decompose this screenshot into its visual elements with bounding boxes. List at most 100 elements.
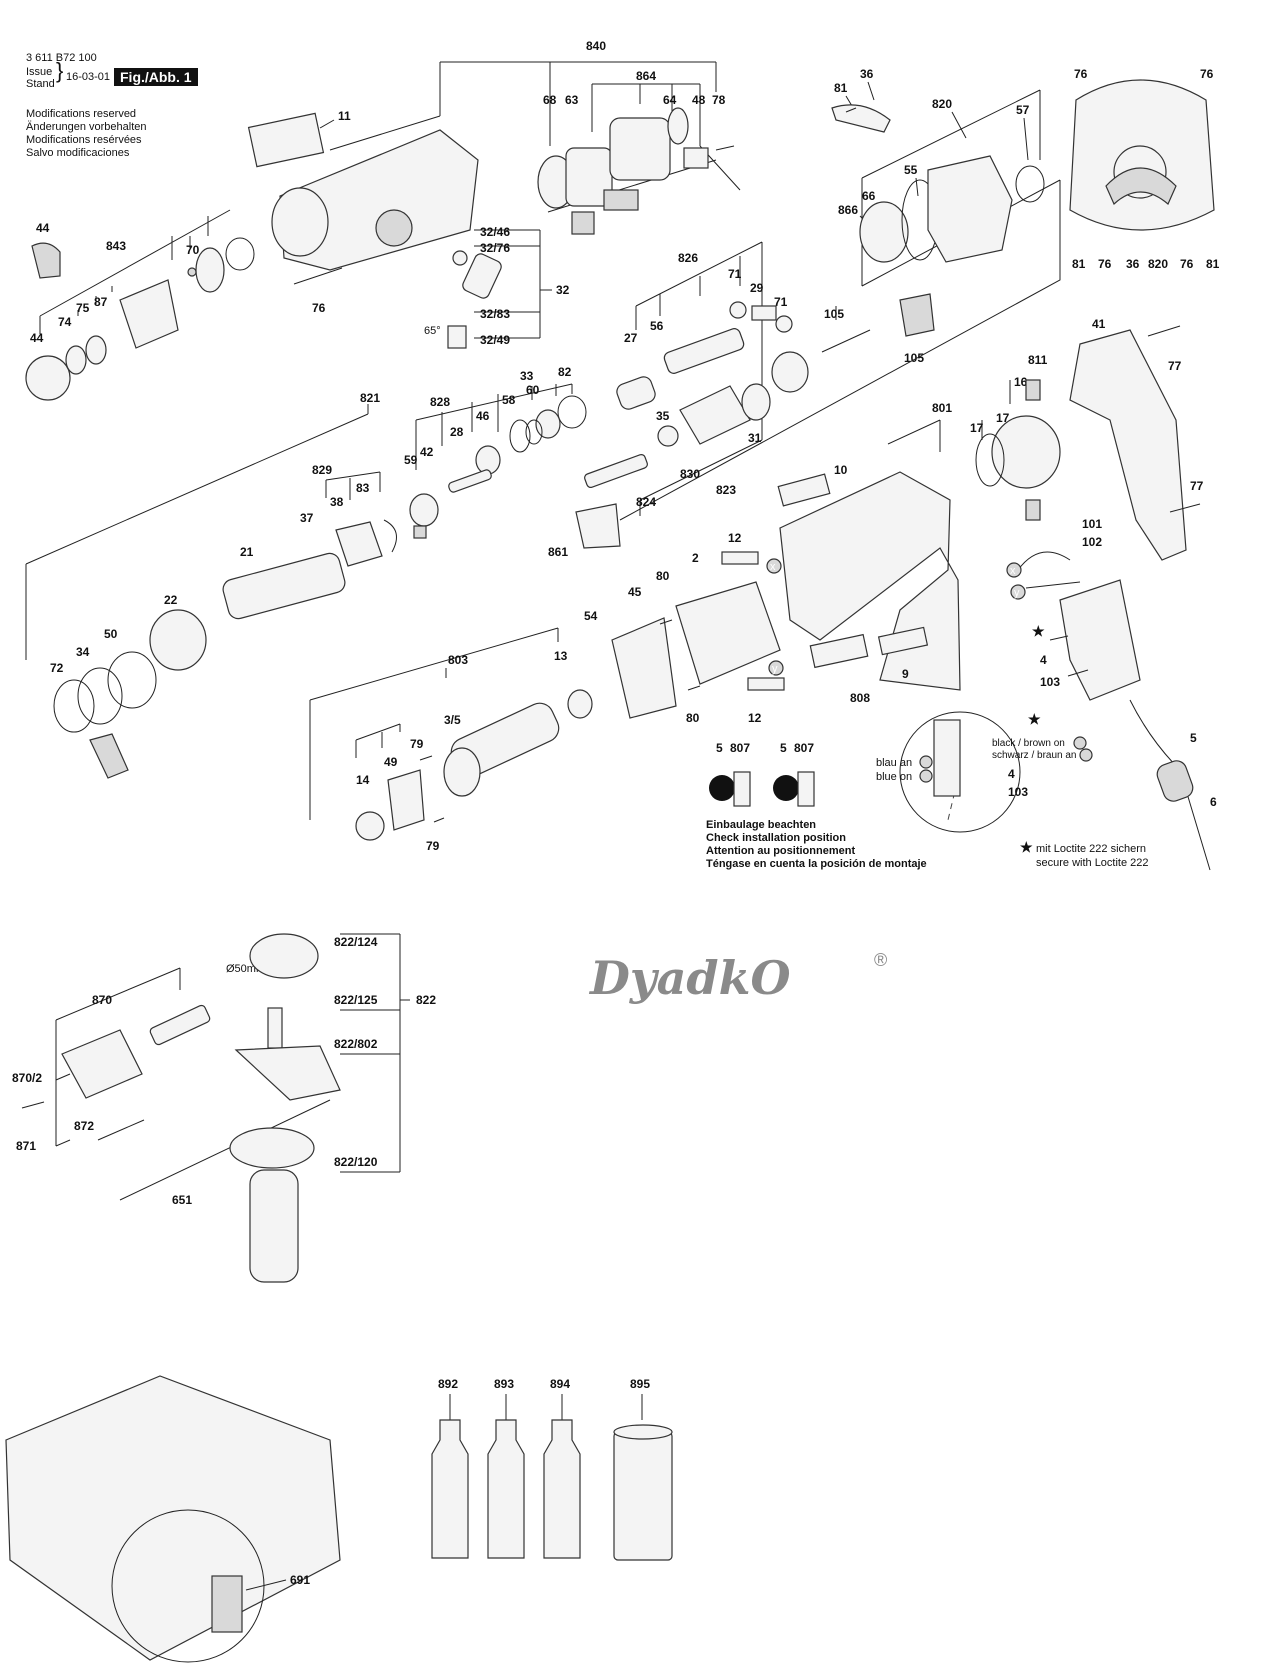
tube-826	[663, 328, 745, 374]
screw-80-bottom	[687, 685, 701, 691]
callout-840: 840	[586, 39, 606, 53]
callout-16: 16	[1014, 375, 1028, 389]
ring-83	[383, 519, 397, 553]
screw-79-top	[419, 755, 433, 761]
label-plate-11	[247, 112, 325, 168]
ring-66	[859, 201, 909, 263]
housing-nose	[271, 187, 329, 257]
o-ring-32-76	[452, 250, 468, 266]
callout-34: 34	[76, 645, 90, 659]
callout-826: 826	[678, 251, 698, 265]
screw-78	[715, 145, 735, 151]
callout-872: 872	[74, 1119, 94, 1133]
part-44-cap	[31, 242, 61, 279]
grease-can-895	[613, 1431, 673, 1561]
callout-79-top: 79	[410, 737, 424, 751]
callout-36-top: 36	[860, 67, 874, 81]
loctite-en: secure with Loctite 222	[1036, 857, 1149, 869]
callout-870-2: 870/2	[12, 1071, 42, 1085]
marker-y-lead-label: y	[1014, 587, 1020, 599]
callout-44-top: 44	[36, 221, 50, 235]
marker-x-lead	[1006, 562, 1022, 578]
ring-34	[77, 667, 123, 725]
plate-48	[683, 147, 709, 169]
screw-76	[293, 267, 343, 285]
selector-knob	[375, 209, 413, 247]
callout-87: 87	[94, 295, 108, 309]
switch-detail	[933, 719, 961, 797]
group-821: 821 828 33 82 58 60 46 28 59 42 829 37 3…	[25, 365, 587, 779]
motor-housing	[779, 471, 961, 691]
callout-807-b: 807	[794, 741, 814, 755]
callout-17-b: 17	[996, 411, 1010, 425]
loctite-de: mit Loctite 222 sichern	[1036, 843, 1146, 855]
group-switch: ★ 4 103 5 6	[1032, 579, 1217, 871]
drill-chuck-870	[61, 1029, 143, 1099]
watermark-text: DyadkO	[588, 951, 791, 1005]
issue-date: 16-03-01	[66, 71, 111, 83]
callout-68: 68	[543, 93, 557, 107]
marker-y-lead	[1010, 584, 1026, 600]
callout-822-120: 822/120	[334, 1155, 378, 1169]
insert-691	[211, 1575, 243, 1633]
seal-part	[571, 211, 595, 235]
callout-48: 48	[692, 93, 706, 107]
install-position-note: 5 807 5 807 Einbaulage beachten Check in…	[706, 741, 927, 870]
key-872	[97, 1119, 145, 1141]
callout-42: 42	[420, 445, 434, 459]
group-822: 822/124 Ø50mm 822/125 822 822/802 822/12…	[226, 933, 436, 1283]
shaft-824	[584, 454, 648, 488]
part-59	[413, 525, 427, 539]
field-2	[675, 581, 781, 685]
callout-70: 70	[186, 243, 200, 257]
callout-32-49: 32/49	[480, 333, 510, 347]
clip-12-bottom	[747, 677, 785, 691]
spring-843	[225, 237, 255, 271]
callout-71-b: 71	[774, 295, 788, 309]
chuck-sleeve-843	[119, 279, 179, 349]
group-843: 44 843 70 44 74 75 87	[25, 209, 255, 401]
screw-81	[845, 107, 857, 113]
switch-4	[1059, 579, 1141, 701]
ring-71b	[775, 315, 793, 333]
callout-81-br: 81	[1206, 257, 1220, 271]
ball-70	[187, 267, 197, 277]
callout-78: 78	[712, 93, 726, 107]
wiring-blue-on: blue on	[876, 771, 912, 783]
ring-71a	[729, 301, 747, 319]
callout-829: 829	[312, 463, 332, 477]
brush-16-bottom	[1025, 499, 1041, 521]
terminal-1b	[919, 769, 933, 783]
callout-12-bottom: 12	[748, 711, 762, 725]
marker-x-label: x	[770, 561, 776, 573]
callout-71-a: 71	[728, 267, 742, 281]
ring-72	[53, 679, 95, 733]
callout-105-left: 105	[824, 307, 844, 321]
group-801: 811 16 801 17 17	[887, 353, 1061, 521]
callout-31: 31	[748, 431, 762, 445]
screw-80-top	[659, 619, 673, 625]
callout-59: 59	[404, 453, 418, 467]
ring-17	[975, 433, 1005, 487]
stand-label: Stand	[26, 78, 55, 90]
callout-82: 82	[558, 365, 572, 379]
callout-9: 9	[902, 667, 909, 681]
callout-35: 35	[656, 409, 670, 423]
rear-handle-41	[1069, 329, 1187, 561]
callout-871: 871	[16, 1139, 36, 1153]
spring-set-105	[899, 293, 935, 337]
clip-12-top	[721, 551, 759, 565]
callout-822-124: 822/124	[334, 935, 378, 949]
fan-armature	[443, 747, 481, 797]
callout-36-bottom: 36	[1126, 257, 1140, 271]
callout-58: 58	[502, 393, 516, 407]
callout-822-125: 822/125	[334, 993, 378, 1007]
marker-y	[768, 660, 784, 676]
handle-disc	[229, 1127, 315, 1169]
callout-33: 33	[520, 369, 534, 383]
gear-22	[149, 609, 207, 671]
part-35	[657, 425, 679, 447]
needle-bearing-31	[741, 383, 771, 421]
callout-77-bottom: 77	[1190, 479, 1204, 493]
terminal-1a	[919, 755, 933, 769]
